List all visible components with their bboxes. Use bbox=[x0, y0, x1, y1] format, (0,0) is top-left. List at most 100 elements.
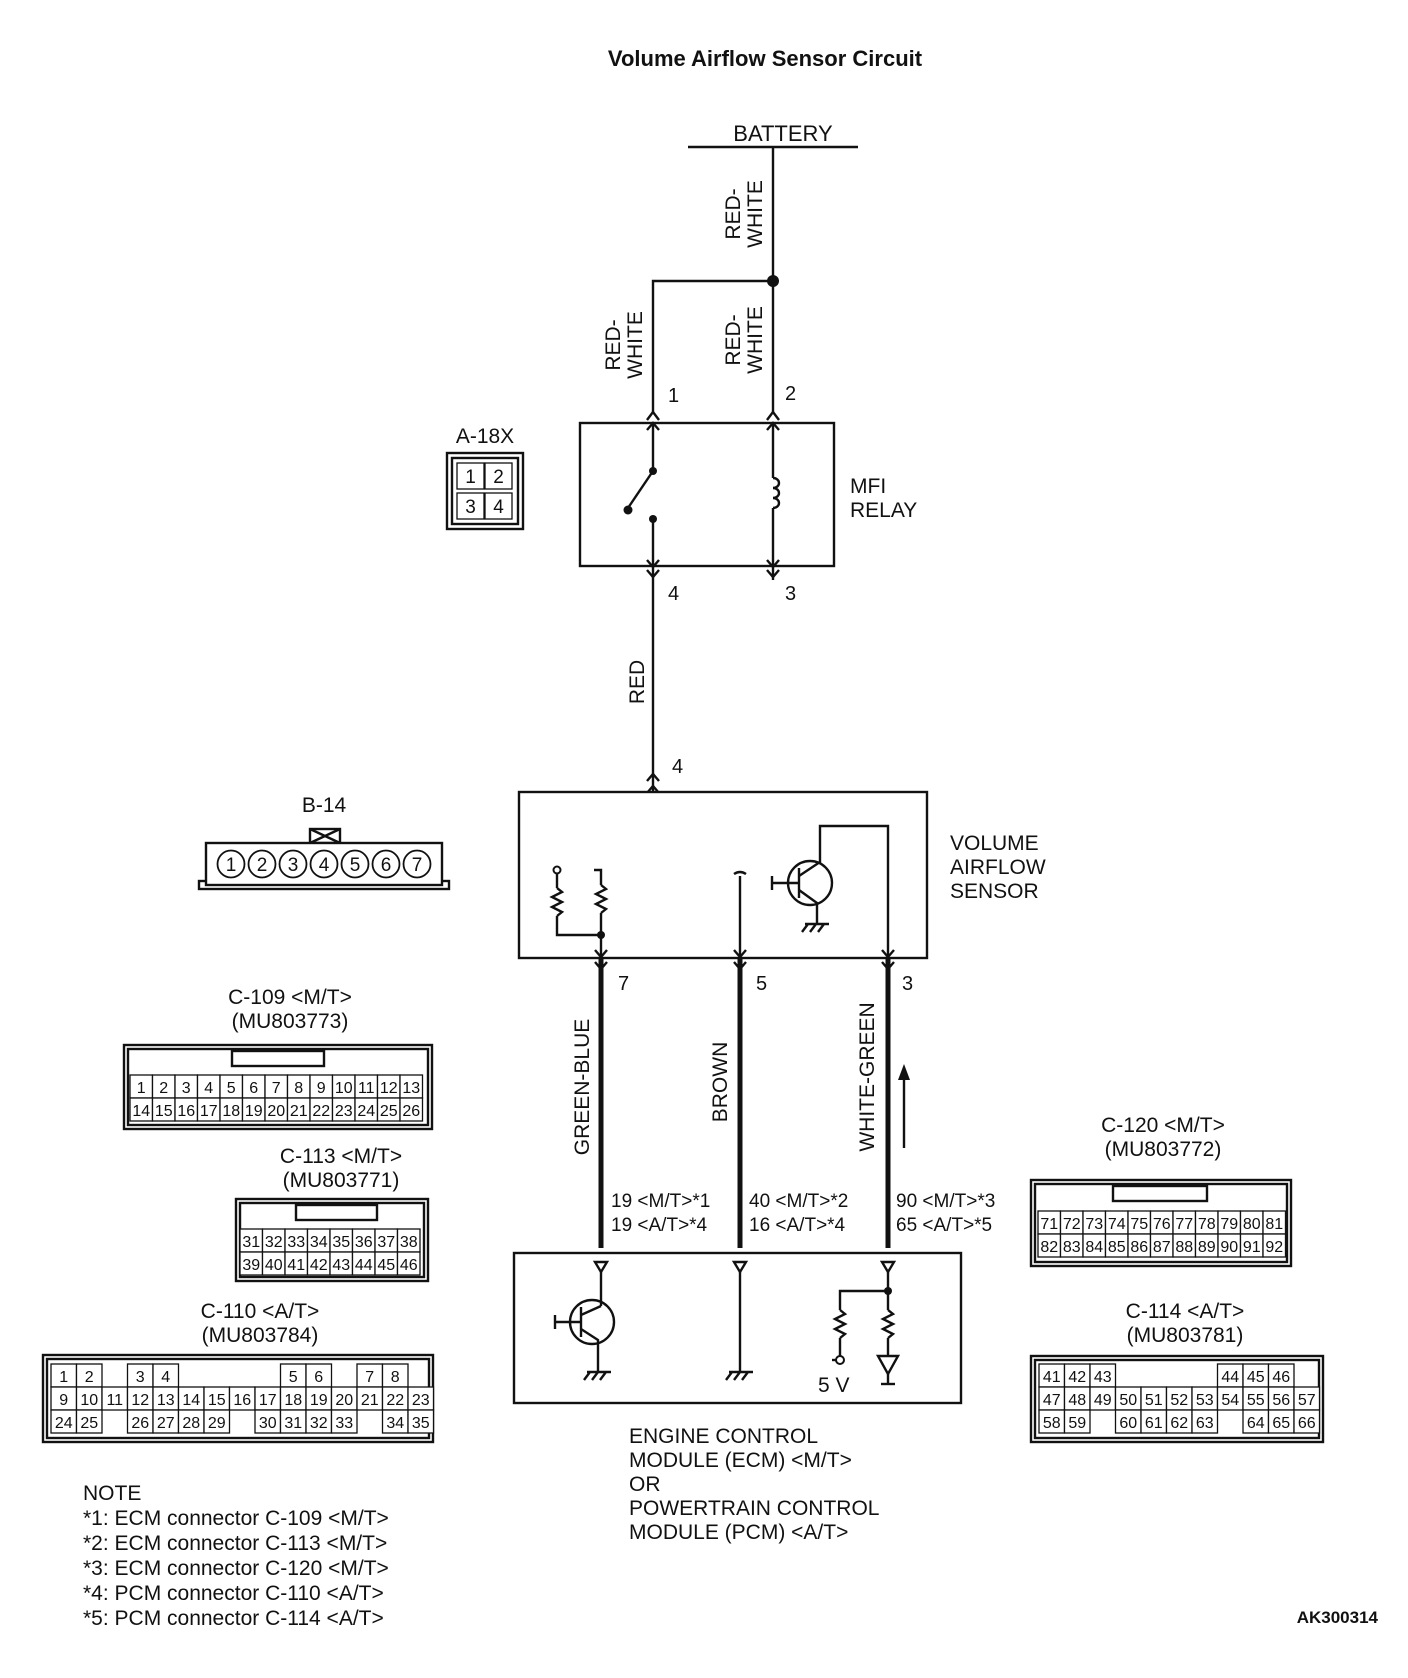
c109-pin-label: 14 bbox=[132, 1103, 150, 1120]
sensor-resistor-terminal bbox=[552, 865, 562, 875]
c110-part-number: (MU803784) bbox=[202, 1324, 319, 1347]
ecm-transistor-collector bbox=[580, 1304, 602, 1317]
c110-pin-label: 14 bbox=[182, 1392, 200, 1409]
c113-pin-label: 39 bbox=[242, 1257, 260, 1274]
c110-pin-label: 29 bbox=[208, 1415, 226, 1432]
c109-part-number: (MU803773) bbox=[232, 1010, 349, 1033]
c109-pin-label: 20 bbox=[267, 1103, 285, 1120]
figure-id: AK300314 bbox=[1297, 1608, 1379, 1627]
battery-label: BATTERY bbox=[733, 121, 833, 146]
c113-pin-label: 46 bbox=[400, 1257, 418, 1274]
c120-part-number: (MU803772) bbox=[1105, 1138, 1222, 1161]
c110-pin-label: 24 bbox=[55, 1415, 73, 1432]
c114-pin-label: 51 bbox=[1145, 1392, 1163, 1409]
c114-cell bbox=[1191, 1409, 1219, 1434]
ecm-buffer-resistor bbox=[880, 1309, 896, 1339]
c110-pin-label: 5 bbox=[289, 1369, 298, 1386]
c110-pin-label: 19 bbox=[310, 1392, 328, 1409]
c110-pin-label: 6 bbox=[314, 1369, 323, 1386]
c110-pin-label: 2 bbox=[85, 1369, 94, 1386]
diagram-title: Volume Airflow Sensor Circuit bbox=[608, 46, 923, 71]
c120-pin-label: 79 bbox=[1220, 1216, 1238, 1233]
c114-pin-label: 50 bbox=[1119, 1392, 1137, 1409]
a18x-pin-label: 1 bbox=[465, 467, 476, 488]
b14-pin-label: 2 bbox=[257, 855, 268, 876]
c113-pin-label: 42 bbox=[310, 1257, 328, 1274]
relay-switch-blade bbox=[627, 470, 654, 509]
c110-pin-label: 3 bbox=[136, 1369, 145, 1386]
c110-pin-label: 8 bbox=[391, 1369, 400, 1386]
c109-pin-label: 6 bbox=[249, 1080, 258, 1097]
c110-pin-label: 13 bbox=[157, 1392, 175, 1409]
b14-pin bbox=[371, 849, 401, 879]
sensor-transistor-emitter bbox=[798, 889, 819, 924]
c109-pin-label: 21 bbox=[290, 1103, 308, 1120]
relay-coil bbox=[772, 476, 781, 510]
c109-pin-label: 17 bbox=[200, 1103, 218, 1120]
c110-pin-label: 7 bbox=[365, 1369, 374, 1386]
c114-cell bbox=[1293, 1409, 1321, 1434]
c110-pin-label: 32 bbox=[310, 1415, 328, 1432]
c120-pin-label: 86 bbox=[1130, 1239, 1148, 1256]
ecm-pin-green-blue-mt: 19 <M/T>*1 bbox=[611, 1191, 710, 1212]
c120-pin-label: 89 bbox=[1198, 1239, 1216, 1256]
c109-title: C-109 <M/T> bbox=[228, 986, 352, 1009]
sensor-resistor-left bbox=[549, 887, 565, 917]
c120-pin-label: 72 bbox=[1063, 1216, 1081, 1233]
c110-pin-label: 4 bbox=[161, 1369, 170, 1386]
c114-pin-label: 61 bbox=[1145, 1415, 1163, 1432]
c109-lock-tab bbox=[230, 1049, 326, 1068]
c120-pin-label: 88 bbox=[1175, 1239, 1193, 1256]
c114-pin-label: 47 bbox=[1043, 1392, 1061, 1409]
c113-pin-label: 35 bbox=[332, 1234, 350, 1251]
c113-pin-label: 41 bbox=[287, 1257, 305, 1274]
c114-pin-label: 54 bbox=[1221, 1392, 1239, 1409]
wire-label-brown: BROWN bbox=[709, 1042, 732, 1123]
sensor-ground-icon bbox=[801, 922, 829, 933]
ecm-term-1-mark bbox=[592, 1260, 610, 1275]
note-line-4: *4: PCM connector C-110 <A/T> bbox=[83, 1582, 384, 1605]
a18x-title: A-18X bbox=[456, 425, 514, 448]
sensor-pin-5-label: 5 bbox=[756, 973, 767, 995]
sensor-pin5-tip bbox=[733, 870, 747, 876]
c109-pin-label: 15 bbox=[155, 1103, 173, 1120]
b14-title: B-14 bbox=[302, 794, 347, 817]
sensor-resistor-right-top bbox=[594, 868, 603, 885]
a18x-cell bbox=[484, 462, 513, 490]
sensor-pin-4-label: 4 bbox=[672, 756, 683, 778]
wire-label-red-white-right: RED-WHITE bbox=[722, 306, 767, 374]
ecm-transistor-emitter bbox=[580, 1327, 600, 1372]
c109-pin-label: 22 bbox=[312, 1103, 330, 1120]
c110-cell bbox=[330, 1409, 358, 1434]
c120-pin-label: 91 bbox=[1243, 1239, 1261, 1256]
c120-pin-label: 92 bbox=[1265, 1239, 1283, 1256]
b14-pin bbox=[247, 849, 277, 879]
c120-pin-label: 84 bbox=[1085, 1239, 1103, 1256]
a18x-cell bbox=[456, 462, 485, 490]
c113-pin-label: 44 bbox=[355, 1257, 373, 1274]
c114-cell bbox=[1063, 1409, 1091, 1434]
c114-pin-label: 60 bbox=[1119, 1415, 1137, 1432]
b14-lock-x2 bbox=[309, 827, 341, 845]
c120-title: C-120 <M/T> bbox=[1101, 1114, 1225, 1137]
mfi-relay-box bbox=[578, 421, 836, 568]
b14-pin bbox=[216, 849, 246, 879]
c110-cell bbox=[407, 1409, 435, 1434]
c109-pin-label: 11 bbox=[358, 1080, 375, 1097]
b14-pin-label: 5 bbox=[350, 855, 361, 876]
c114-pin-label: 65 bbox=[1272, 1415, 1290, 1432]
c120-pin-label: 80 bbox=[1243, 1216, 1261, 1233]
wire-label-red-white-left: RED-WHITE bbox=[602, 311, 647, 379]
a18x-pin-label: 4 bbox=[493, 497, 504, 518]
c114-title: C-114 <A/T> bbox=[1126, 1300, 1245, 1323]
note-line-2: *2: ECM connector C-113 <M/T> bbox=[83, 1532, 387, 1555]
c109-pin-label: 18 bbox=[222, 1103, 240, 1120]
c109-pin-label: 7 bbox=[272, 1080, 281, 1097]
c113-pin-label: 34 bbox=[310, 1234, 328, 1251]
c113-pin-label: 45 bbox=[377, 1257, 395, 1274]
relay-pin-1-label: 1 bbox=[668, 385, 679, 407]
ecm-pin-white-green-mt: 90 <M/T>*3 bbox=[896, 1191, 995, 1212]
